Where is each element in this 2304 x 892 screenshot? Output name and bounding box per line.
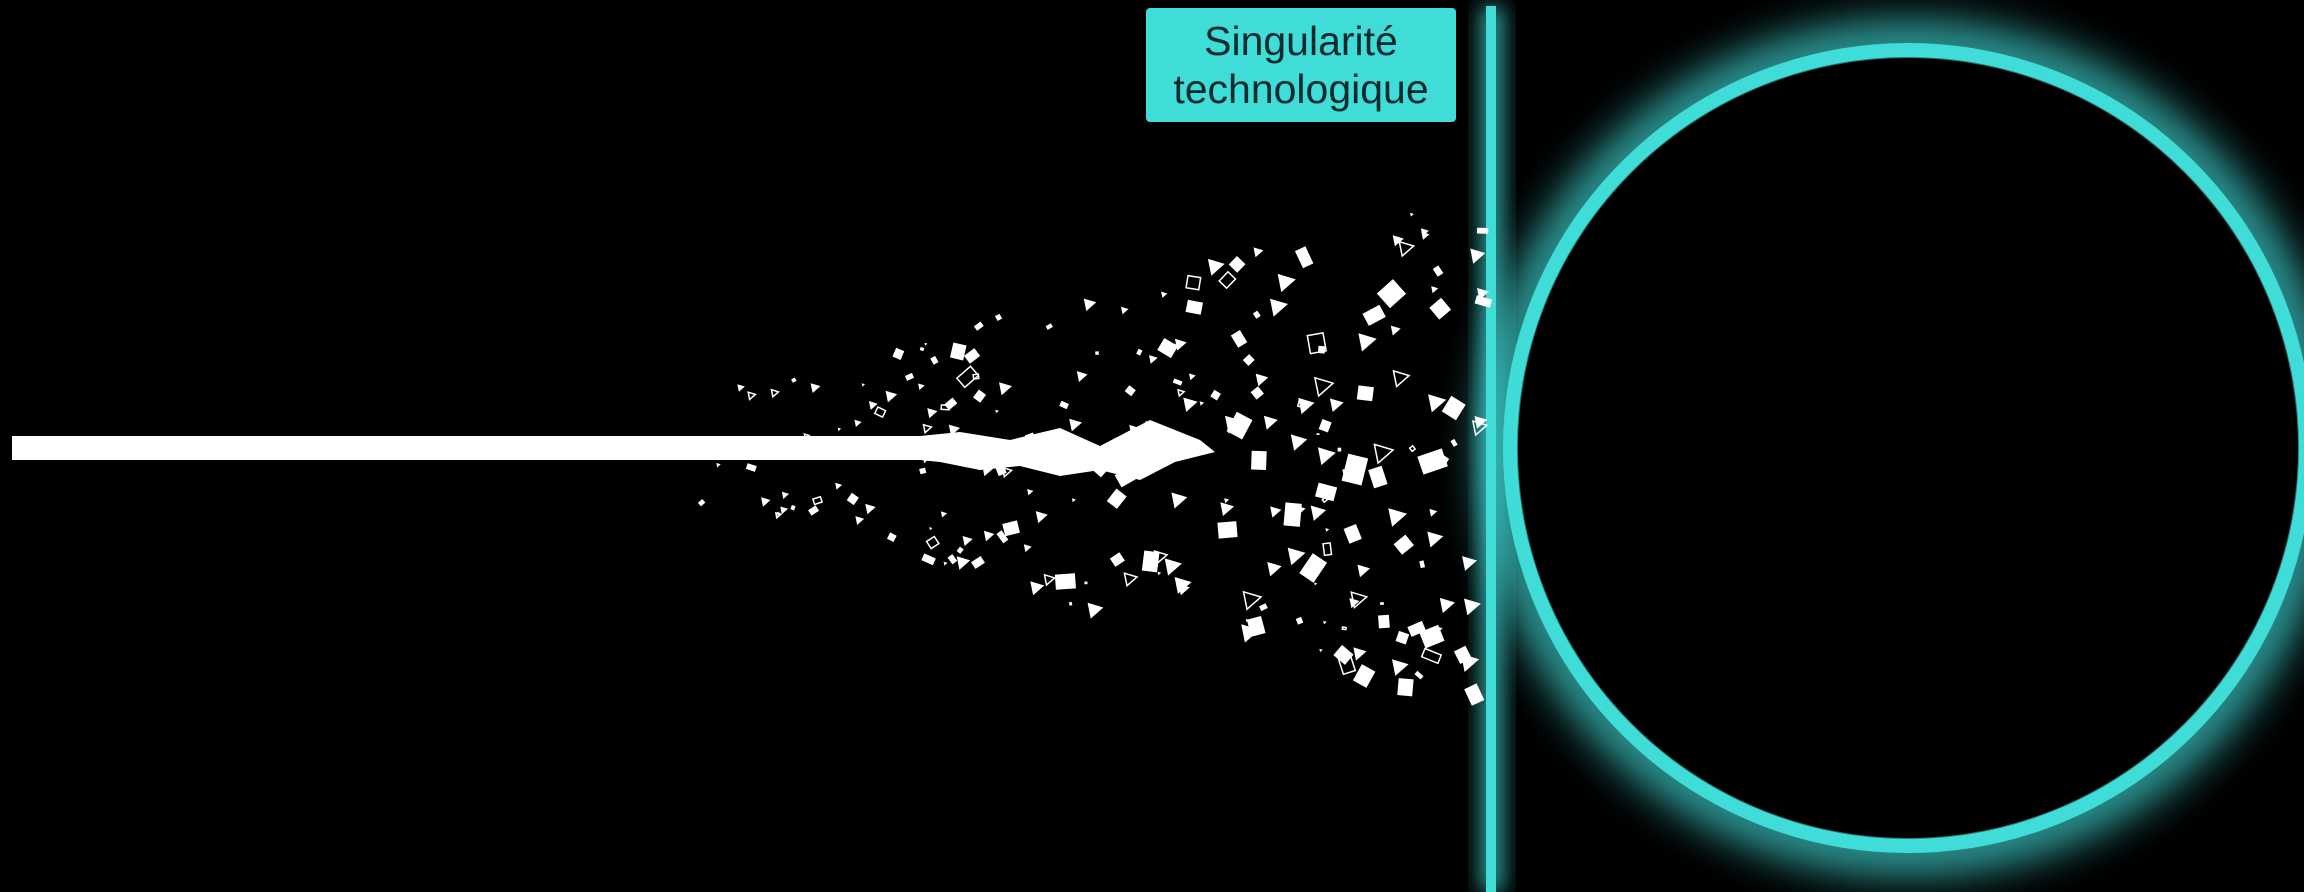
singularity-label: Singularité technologique xyxy=(1146,8,1456,122)
fragment xyxy=(1357,385,1374,401)
fragment xyxy=(1477,228,1488,234)
fragment xyxy=(1378,615,1390,629)
label-line-2: technologique xyxy=(1173,65,1428,113)
black-hole xyxy=(1518,58,2298,838)
label-line-1: Singularité xyxy=(1204,17,1398,65)
fragment xyxy=(1397,678,1413,696)
beam xyxy=(12,436,932,460)
singularity-line xyxy=(1486,6,1496,892)
fragment xyxy=(1084,582,1087,585)
fragment xyxy=(1095,351,1099,355)
fragment xyxy=(1338,448,1342,452)
fragment xyxy=(1055,573,1076,590)
fragment xyxy=(1318,346,1325,354)
fragment xyxy=(1316,433,1319,435)
fragment xyxy=(1380,602,1384,605)
fragment xyxy=(1283,502,1301,526)
fragment xyxy=(1217,521,1237,538)
fragment xyxy=(1251,451,1267,470)
